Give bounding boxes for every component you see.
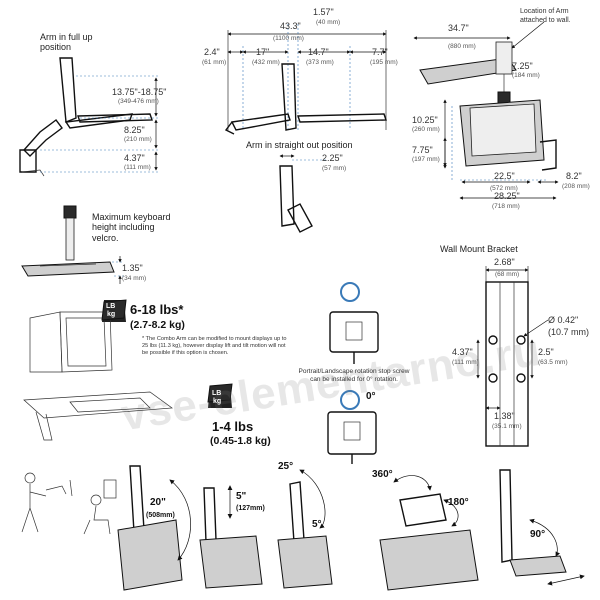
bracket-spacing-mm: (63.5 mm) — [538, 359, 568, 366]
top-view-h1: 10.25" — [412, 115, 438, 125]
weight-heavy-kg: (2.7-8.2 kg) — [130, 319, 185, 331]
weight-heavy: 6-18 lbs* — [130, 302, 184, 317]
bracket-width-mm: (68 mm) — [495, 271, 520, 278]
arm-up-dim-2: 8.25" — [124, 125, 145, 135]
keyboard-height-mm: (34 mm) — [122, 275, 147, 282]
arm-straight-total: 43.3" — [280, 21, 301, 31]
top-view-h2-mm: (197 mm) — [412, 156, 440, 163]
motion-keyboard-tilt: 90° — [530, 529, 546, 540]
top-view-w4: 28.25" — [494, 191, 520, 201]
motion-lift-2-mm: (127mm) — [236, 505, 265, 512]
keyboard-drawing — [21, 205, 124, 284]
arm-straight-b-mm: (432 mm) — [252, 59, 280, 66]
workstation-drawing — [23, 299, 233, 441]
bracket-width: 2.68" — [494, 257, 515, 267]
bracket-hole: Ø 0.42" — [548, 315, 579, 325]
rotation-note: Portrait/Landscape rotation stop screw c… — [298, 368, 410, 384]
motion-lift-2: 5" — [236, 491, 247, 502]
keyboard-title: Maximum keyboard height including velcro… — [92, 212, 171, 243]
arm-straight-drawing — [224, 24, 387, 233]
lb-badge-bottom: LB — [212, 390, 222, 397]
motion-lift-mm: (508mm) — [146, 512, 175, 519]
motion-tilt-down: 5° — [312, 519, 322, 530]
bracket-hole-mm: (10.7 mm) — [548, 327, 590, 337]
arm-straight-c-mm: (40 mm) — [316, 19, 341, 26]
arm-straight-a: 2.4" — [204, 47, 220, 57]
weight-note: * The Combo Arm can be modified to mount… — [142, 336, 287, 356]
motion-pan: 180° — [448, 497, 469, 508]
arm-up-dim-1-mm: (349-476 mm) — [118, 98, 159, 105]
arm-straight-f-mm: (57 mm) — [322, 165, 347, 172]
rotation-drawing — [327, 282, 379, 464]
top-view-w2-mm: (184 mm) — [512, 72, 540, 79]
arm-straight-e: 7.7" — [372, 47, 388, 57]
top-view-w1-mm: (880 mm) — [448, 43, 476, 50]
arm-up-dim-1: 13.75"-18.75" — [112, 87, 167, 97]
arm-straight-d-mm: (373 mm) — [306, 59, 334, 66]
weight-light: 1-4 lbs — [212, 419, 254, 434]
bracket-title: Wall Mount Bracket — [440, 244, 518, 254]
arm-straight-c: 1.57" — [313, 7, 334, 17]
rotation-zero: 0° — [366, 391, 376, 402]
bracket-bottom-mm: (35.1 mm) — [492, 423, 522, 430]
bracket-height-mm: (111 mm) — [452, 359, 479, 366]
keyboard-height: 1.35" — [122, 263, 143, 273]
bracket-bottom: 1.38" — [494, 411, 515, 421]
arm-full-up-title: Arm in full up position — [40, 32, 93, 53]
arm-straight-title: Arm in straight out position — [246, 140, 353, 150]
lb-badge-top: LB — [106, 303, 116, 310]
motion-swivel: 360° — [372, 469, 393, 480]
arm-straight-b: 17" — [256, 47, 270, 57]
top-view-h2: 7.75" — [412, 145, 433, 155]
top-view-w3: 22.5" — [494, 171, 515, 181]
arm-straight-d: 14.7" — [308, 47, 329, 57]
top-view-w5-mm: (208 mm) — [562, 183, 590, 190]
bracket-drawing — [476, 266, 549, 447]
top-view-w4-mm: (718 mm) — [492, 203, 520, 210]
arm-straight-f: 2.25" — [322, 153, 343, 163]
arm-up-dim-3-mm: (111 mm) — [124, 164, 151, 171]
top-view-w1: 34.7" — [448, 23, 469, 33]
arm-straight-total-mm: (1100 mm) — [273, 35, 304, 42]
weight-light-kg: (0.45-1.8 kg) — [210, 435, 271, 447]
top-view-h1-mm: (260 mm) — [412, 126, 440, 133]
motion-tilt-up: 25° — [278, 461, 294, 472]
motion-lift: 20" — [150, 497, 166, 508]
arm-straight-a-mm: (61 mm) — [202, 59, 227, 66]
motion-drawings — [21, 465, 585, 591]
arm-straight-e-mm: (195 mm) — [370, 59, 398, 66]
top-view-drawing — [413, 21, 559, 200]
arm-up-dim-3: 4.37" — [124, 153, 145, 163]
arm-full-up-drawing — [19, 57, 160, 177]
kg-badge-bottom: kg — [213, 398, 222, 405]
top-view-w2: 7.25" — [512, 61, 533, 71]
top-view-w3-mm: (572 mm) — [490, 185, 518, 192]
arm-up-dim-2-mm: (210 mm) — [124, 136, 152, 143]
top-view-w5: 8.2" — [566, 171, 582, 181]
arm-location-note: Location of Arm attached to wall. — [520, 8, 571, 24]
bracket-height: 4.37" — [452, 347, 473, 357]
kg-badge-top: kg — [107, 311, 116, 318]
bracket-spacing: 2.5" — [538, 347, 554, 357]
